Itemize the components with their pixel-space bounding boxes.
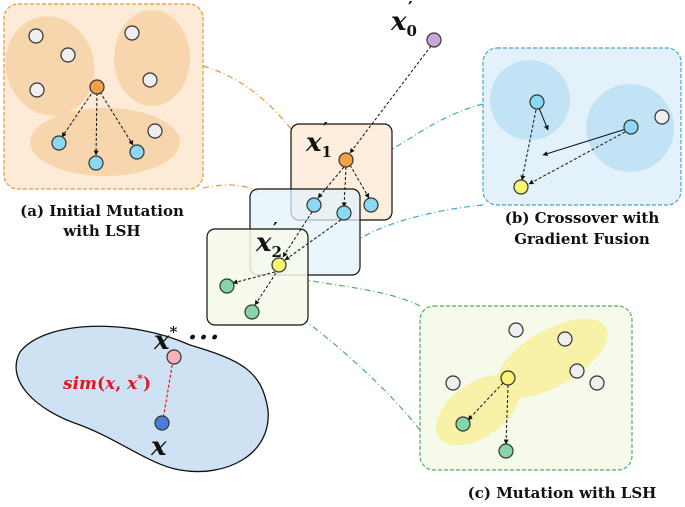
node-a-w3 <box>29 82 45 98</box>
caption-a-line2: with LSH <box>62 222 140 240</box>
node-c-w4 <box>589 375 605 391</box>
node-b-yellow <box>513 179 529 195</box>
node-c-w5 <box>445 375 461 391</box>
node-x <box>154 415 170 431</box>
caption-a-line1: (a) Initial Mutation <box>20 202 184 220</box>
center-arrows <box>232 45 432 306</box>
caption-c: (c) Mutation with LSH <box>468 484 657 502</box>
blob-c-top <box>496 318 608 398</box>
node-a-c3 <box>129 144 145 160</box>
blob-a-left <box>5 16 95 116</box>
connector-a-top <box>202 65 293 131</box>
node-c-w2 <box>557 331 573 347</box>
blob-a-right <box>114 10 190 106</box>
connector-b-bottom <box>357 204 484 241</box>
center-nodes <box>219 32 442 320</box>
label-dots: ··· <box>188 323 221 353</box>
label-x1: x1′ <box>305 119 332 161</box>
node-xstar <box>166 349 182 365</box>
node-b-c2 <box>623 119 639 135</box>
label-x0: x0′ <box>390 0 417 40</box>
node-x1 <box>338 152 354 168</box>
node-c-yellow <box>500 370 516 386</box>
node-a-w6 <box>147 123 163 139</box>
node-a-w1 <box>28 28 44 44</box>
node-center-c1 <box>306 197 322 213</box>
caption-b-line1: (b) Crossover with <box>505 209 660 227</box>
node-a-c1 <box>51 135 67 151</box>
blob-a-bottom <box>30 108 180 176</box>
node-center-c2 <box>336 205 352 221</box>
caption-b-line2: Gradient Fusion <box>514 230 650 248</box>
label-x: x <box>150 432 167 462</box>
node-b-w1 <box>654 109 670 125</box>
connector-b-top <box>389 103 484 151</box>
node-c-w1 <box>508 322 524 338</box>
panel-c-mutation: (c) Mutation with LSH <box>419 305 657 502</box>
connector-c-bottom <box>306 321 421 431</box>
node-x0 <box>426 32 442 48</box>
center-stack <box>206 123 393 326</box>
panel-b-crossover: (b) Crossover with Gradient Fusion <box>482 47 682 248</box>
node-center-g2 <box>244 304 260 320</box>
node-a-w2 <box>60 47 76 63</box>
label-xstar: x* <box>153 323 178 356</box>
region-blob <box>15 325 269 473</box>
node-center-g1 <box>219 278 235 294</box>
node-b-c1 <box>529 94 545 110</box>
label-x2: x2′ <box>255 219 282 261</box>
panel-a-initial-mutation: (a) Initial Mutation with LSH <box>3 3 204 240</box>
node-a-orange <box>89 79 105 95</box>
node-c-g2 <box>498 443 514 459</box>
node-a-c2 <box>88 155 104 171</box>
node-c-w3 <box>569 363 585 379</box>
node-x2 <box>271 257 287 273</box>
node-a-w4 <box>124 25 140 41</box>
label-sim: sim(x, x*) <box>62 372 151 394</box>
connector-c-top <box>306 279 421 307</box>
node-c-g1 <box>455 416 471 432</box>
node-center-c3 <box>363 197 379 213</box>
node-a-w5 <box>142 72 158 88</box>
